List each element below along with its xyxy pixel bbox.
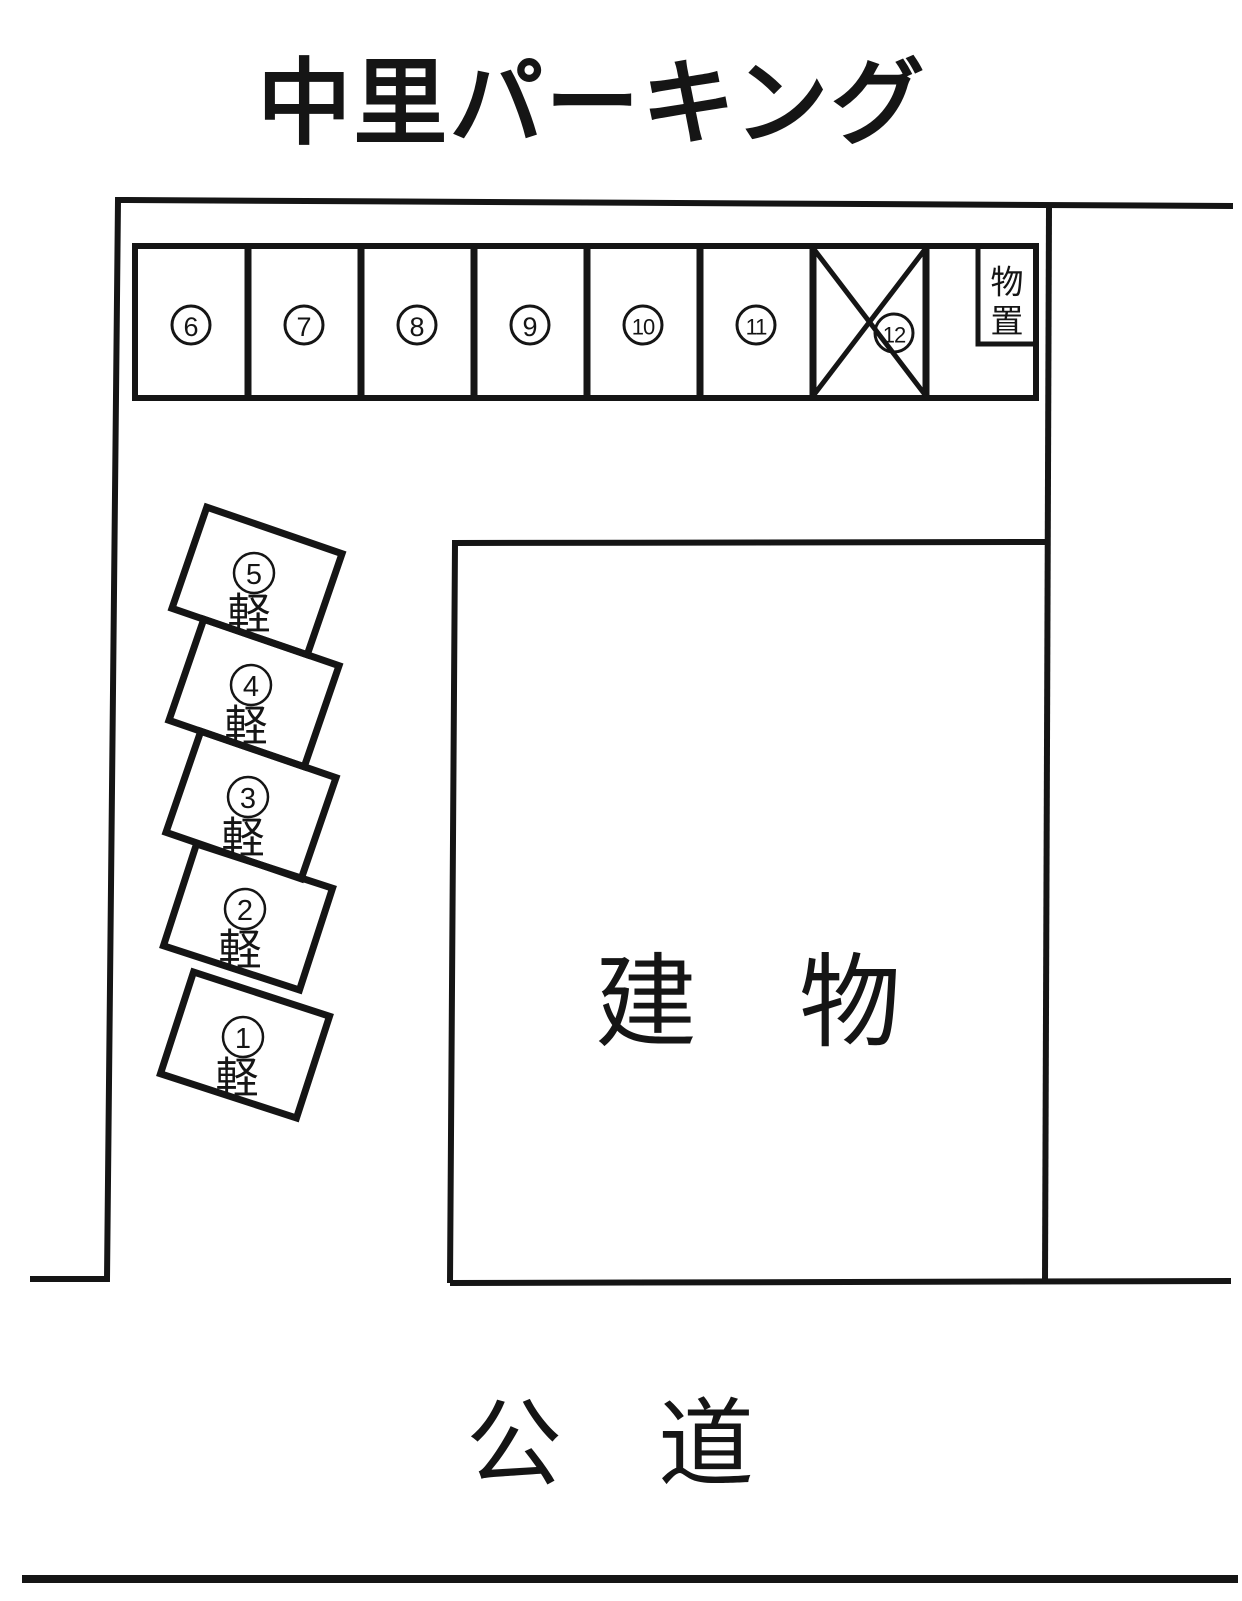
stall-12-number: 12 <box>883 323 906 348</box>
stall-10: 10 <box>622 304 664 346</box>
side-stall-2-number: 2 <box>237 895 253 927</box>
site-boundary-right <box>1042 205 1052 1282</box>
stall-6-number: 6 <box>183 312 198 342</box>
stall-11-number: 11 <box>746 315 768 340</box>
x-mark <box>811 246 928 398</box>
page-title: 中里パーキング <box>257 51 926 156</box>
parking-row-dividers <box>244 246 930 398</box>
stall-6-circle <box>170 304 212 346</box>
side-stall-4-number: 4 <box>243 671 259 703</box>
stall-7-number: 7 <box>296 312 311 342</box>
side-stall-5-number: 5 <box>246 559 262 591</box>
stall-12-circle <box>873 312 915 354</box>
stall-8-number: 8 <box>409 312 424 342</box>
side-stall-1: 1 軽 <box>156 967 334 1123</box>
stall-6: 6 <box>170 304 212 346</box>
side-stall-1-box <box>156 967 334 1123</box>
side-stall-2-box <box>159 839 337 995</box>
storage-box: 物 置 <box>975 243 1039 347</box>
site-boundary-outline <box>30 196 1234 1282</box>
stall-7-circle <box>283 304 325 346</box>
side-stall-3-number: 3 <box>240 783 256 815</box>
stall-10-circle <box>622 304 664 346</box>
stall-12: 12 <box>811 246 928 398</box>
side-stall-3-circle <box>226 775 270 819</box>
stall-9-circle <box>509 304 551 346</box>
side-stall-2: 2 軽 <box>159 839 337 995</box>
side-stall-5-circle <box>232 551 276 595</box>
building-area <box>447 539 1047 1284</box>
storage-label-char-1: 物 <box>991 264 1024 301</box>
side-stall-2-circle <box>223 887 267 931</box>
stall-9-number: 9 <box>522 312 537 342</box>
side-stall-2-kei-label: 軽 <box>219 927 262 975</box>
side-stalls: 5 軽 4 軽 3 軽 2 軽 1 軽 <box>156 502 347 1123</box>
site-boundary-bottom <box>449 1278 1232 1286</box>
storage-label-char-2: 置 <box>991 303 1024 340</box>
parking-row-stalls: 6 7 8 9 10 11 12 <box>170 246 928 398</box>
stall-10-number: 10 <box>632 315 655 340</box>
road-label: 公 道 <box>466 1392 754 1499</box>
building-label: 建 物 <box>595 946 901 1060</box>
storage-box-outline <box>975 243 1039 347</box>
stall-8-circle <box>396 304 438 346</box>
side-stall-1-circle <box>221 1015 265 1059</box>
side-stall-1-number: 1 <box>235 1023 251 1055</box>
stall-11: 11 <box>735 304 777 346</box>
side-stall-4-circle <box>229 663 273 707</box>
stall-11-circle <box>735 304 777 346</box>
stall-7: 7 <box>283 304 325 346</box>
stall-8: 8 <box>396 304 438 346</box>
side-stall-1-kei-label: 軽 <box>216 1055 259 1103</box>
stall-9: 9 <box>509 304 551 346</box>
